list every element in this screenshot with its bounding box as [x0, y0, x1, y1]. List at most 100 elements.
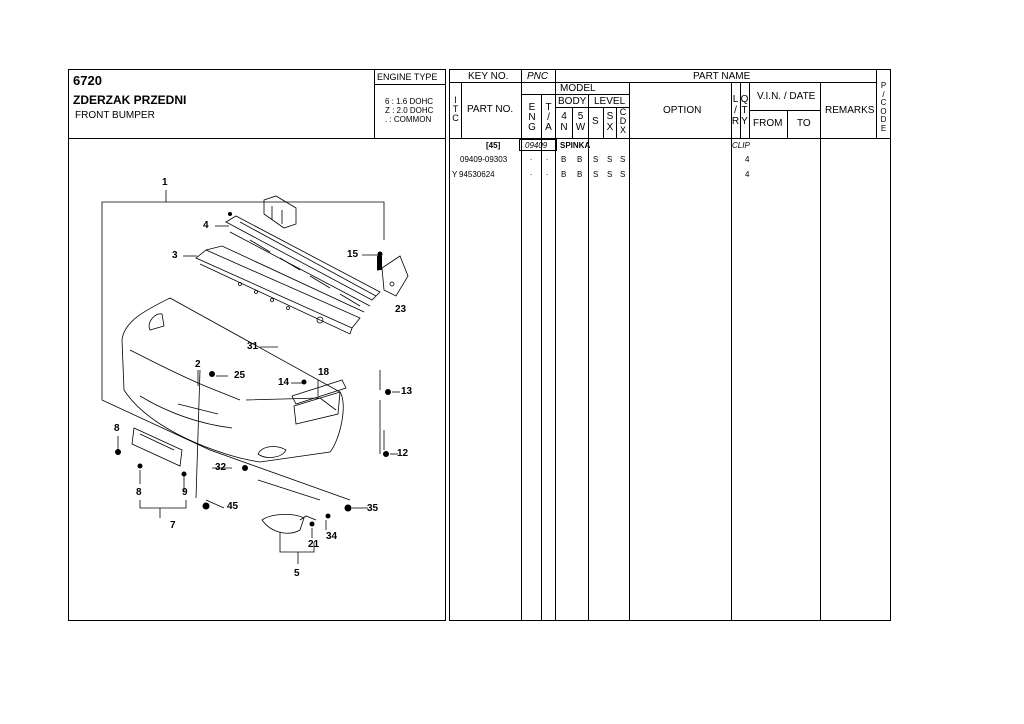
col-to: [787, 110, 788, 138]
callout-2: 2: [195, 359, 201, 370]
callout-23: 23: [395, 304, 407, 315]
header-pnc: PNC: [527, 71, 549, 82]
callout-7: 7: [170, 520, 176, 531]
mounting-bracket: [263, 195, 297, 229]
reinforcement-beam: [225, 215, 381, 301]
header-vin-date: V.I.N. / DATE: [757, 91, 816, 102]
group-name: SPINKA: [560, 141, 591, 150]
row-eng: .: [530, 153, 533, 162]
row-itc: Y: [452, 170, 458, 179]
row-sx: S: [607, 155, 613, 164]
col-b4: [572, 107, 573, 138]
header-lr: L/R: [731, 94, 740, 127]
callout-14: 14: [278, 377, 290, 388]
row-sx: S: [607, 170, 613, 179]
callout-12: 12: [397, 448, 409, 459]
diagram-panel: [68, 138, 446, 621]
energy-absorber: [195, 249, 361, 329]
col-eng: [541, 94, 542, 621]
callout-21: 21: [308, 539, 320, 550]
callout-35: 35: [367, 503, 379, 514]
callout-4: 4: [203, 220, 209, 231]
callout-32: 32: [215, 462, 227, 473]
side-bracket: [381, 255, 409, 297]
plate-bracket: [131, 427, 183, 467]
header-body: BODY: [558, 96, 587, 107]
page-title-pl: ZDERZAK PRZEDNI: [73, 93, 187, 107]
callout-18: 18: [318, 367, 330, 378]
engine-type-divider: [374, 69, 375, 139]
col-ta: [555, 69, 556, 621]
callout-25: 25: [234, 370, 246, 381]
callout-8a: 8: [114, 423, 120, 434]
header-to: TO: [797, 118, 811, 129]
callout-5: 5: [294, 568, 300, 579]
col-lr: [731, 82, 732, 621]
header-part-no: PART NO.: [467, 104, 514, 115]
callout-15: 15: [347, 249, 359, 260]
bumper-cover: [121, 297, 344, 463]
row-s: S: [593, 155, 599, 164]
group-option: CLIP: [732, 141, 750, 150]
header-remarks: REMARKS: [825, 105, 875, 116]
engine-line-3: . : COMMON: [385, 115, 432, 124]
group-pnc-box: [519, 139, 557, 151]
col-sx: [616, 107, 617, 138]
body-level-rule: [555, 107, 629, 108]
callout-13: 13: [401, 386, 413, 397]
row-b4: B: [561, 170, 567, 179]
page-title-en: FRONT BUMPER: [75, 110, 155, 121]
row-part-no: 94530624: [459, 170, 495, 179]
page-code: 6720: [73, 73, 102, 88]
group-pnc: 09409: [525, 141, 548, 150]
header-from: FROM: [753, 118, 783, 129]
col-option: [629, 82, 630, 621]
lamp-cover: [261, 514, 305, 534]
callout-3: 3: [172, 250, 178, 261]
row-b5: B: [577, 155, 583, 164]
header-level-s: S: [592, 116, 599, 127]
callout-1: 1: [162, 177, 168, 188]
row-cdx: S: [620, 170, 626, 179]
row-qty: 4: [745, 170, 750, 179]
header-option: OPTION: [663, 105, 702, 116]
callout-45: 45: [227, 501, 239, 512]
keyno-rule: [449, 82, 876, 83]
row-ta: .: [546, 153, 549, 162]
col-s: [603, 107, 604, 138]
callout-31: 31: [247, 341, 259, 352]
bumper-diagram: [101, 190, 409, 564]
group-key: [45]: [486, 141, 501, 150]
row-b4: B: [561, 155, 567, 164]
engine-type-label: ENGINE TYPE: [377, 72, 438, 82]
col-b5: [588, 94, 589, 621]
col-qty: [740, 82, 741, 138]
row-part-no: 09409-09303: [460, 155, 508, 164]
row-s: S: [593, 170, 599, 179]
col-pcode: [876, 69, 877, 138]
row-eng: .: [530, 168, 533, 177]
header-model: MODEL: [560, 83, 596, 94]
col-vin: [749, 82, 750, 138]
row-qty: 4: [745, 155, 750, 164]
engine-line-1: 6 : 1.6 DOHC: [385, 97, 434, 106]
table-header-rule: [449, 138, 891, 139]
vin-rule: [749, 110, 820, 111]
header-key-no: KEY NO.: [468, 71, 509, 82]
parts-table: [449, 69, 891, 621]
assembly-bracket: [101, 190, 167, 400]
callout-8b: 8: [136, 487, 142, 498]
row-b5: B: [577, 170, 583, 179]
engine-type-rule: [374, 84, 446, 85]
col-itc: [461, 82, 462, 138]
col-partno: [521, 69, 522, 621]
engine-line-2: Z : 2.0 DOHC: [385, 106, 434, 115]
model-rule: [521, 94, 629, 95]
